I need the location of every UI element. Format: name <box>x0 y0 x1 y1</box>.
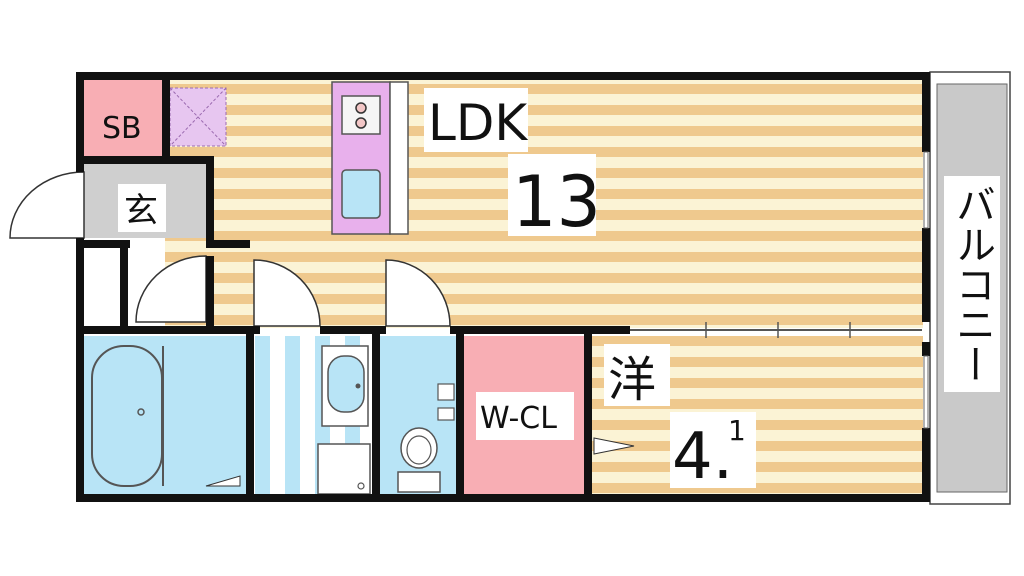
western-room-label: 洋 <box>608 352 656 408</box>
entrance-label: 玄 <box>124 191 158 231</box>
balcony-label: バルコニー <box>949 184 995 384</box>
storage-closet <box>84 250 120 328</box>
sink-icon <box>341 169 381 219</box>
ldk-label: LDK <box>428 94 528 152</box>
front-door-swing <box>9 171 85 239</box>
toilet-icon <box>397 383 455 493</box>
walk-in-closet-label: W-CL <box>480 401 557 436</box>
kitchen-counter <box>331 81 409 235</box>
shoe-box-area <box>84 80 162 156</box>
ldk-size: 13 <box>512 161 601 243</box>
washing-machine-pan <box>317 443 371 495</box>
western-room-size: 4. <box>672 420 733 494</box>
walls <box>76 72 930 502</box>
shoe-box-label: SB <box>102 111 142 146</box>
toilet-door-swing <box>385 259 451 327</box>
washroom-door-swing <box>253 259 321 327</box>
bathtub-icon <box>91 345 163 487</box>
western-room-size-fraction: 1 <box>728 414 746 447</box>
closet-door-swing <box>135 255 207 323</box>
washbasin-icon <box>321 345 369 427</box>
